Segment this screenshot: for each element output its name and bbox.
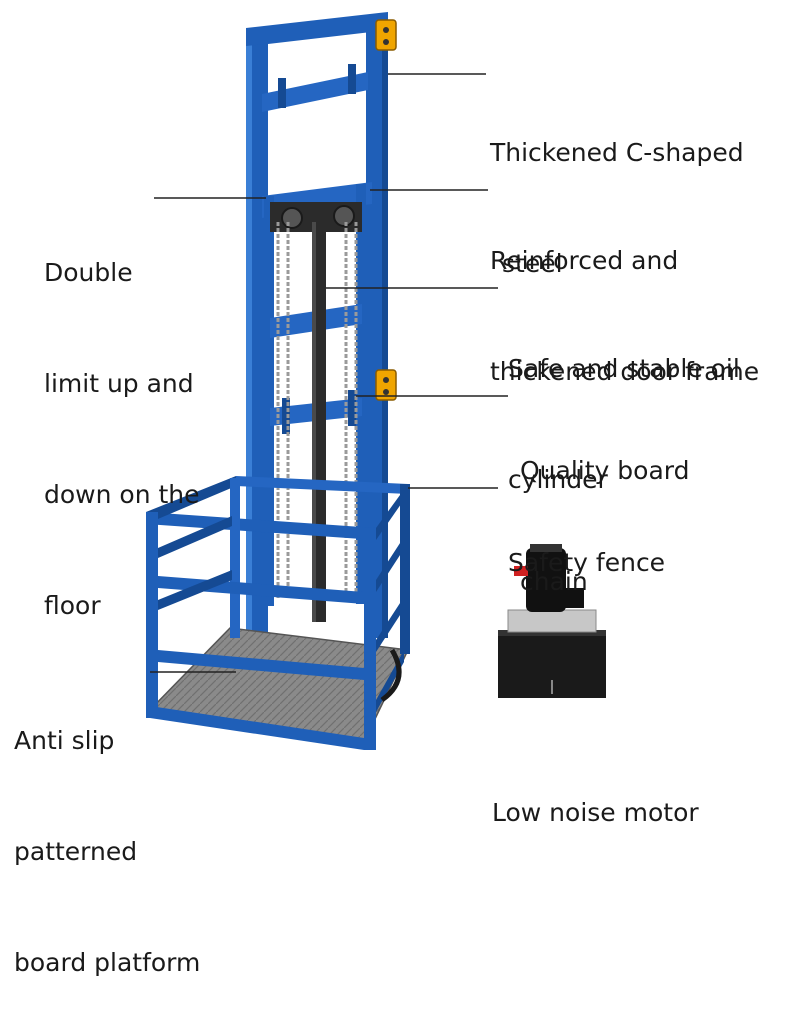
limit-switch-icon bbox=[375, 19, 397, 401]
motor-body bbox=[526, 548, 566, 612]
door-frame-left-post bbox=[264, 196, 274, 606]
fence-post-back-right bbox=[400, 484, 410, 654]
door-frame-right-post bbox=[356, 184, 366, 604]
hydraulic-hose bbox=[380, 648, 402, 703]
limit-switch-bottom bbox=[375, 369, 397, 401]
mast-top-beam bbox=[246, 12, 388, 46]
limit-switch-top bbox=[375, 19, 397, 51]
label-motor: Low noise motor bbox=[492, 798, 699, 827]
fence-post-front-right bbox=[364, 528, 376, 750]
label-double-limit: Double limit up and down on the floor bbox=[44, 258, 200, 620]
mast-crossbar-upper bbox=[262, 72, 368, 112]
label-oil-cylinder: Safe and stable oil cylinder bbox=[508, 354, 740, 494]
label-door-frame: Reinforced and thickened door frame bbox=[490, 246, 760, 386]
label-platform: Anti slip patterned board platform bbox=[14, 726, 201, 977]
leader-lines bbox=[150, 73, 508, 673]
label-c-steel: Thickened C-shaped steel bbox=[490, 138, 744, 278]
hydraulic-motor-icon bbox=[498, 544, 606, 698]
pulley-wheel-right bbox=[333, 205, 355, 227]
label-board-chain: Quality board chain bbox=[520, 456, 690, 596]
label-safety-fence: Safety fence bbox=[508, 548, 666, 577]
lift-illustration bbox=[146, 12, 606, 750]
pulley-wheel-left bbox=[281, 207, 303, 229]
fence-post-back-left bbox=[230, 478, 240, 638]
fence-post-front-left bbox=[146, 512, 158, 718]
safety-fence bbox=[146, 476, 410, 750]
